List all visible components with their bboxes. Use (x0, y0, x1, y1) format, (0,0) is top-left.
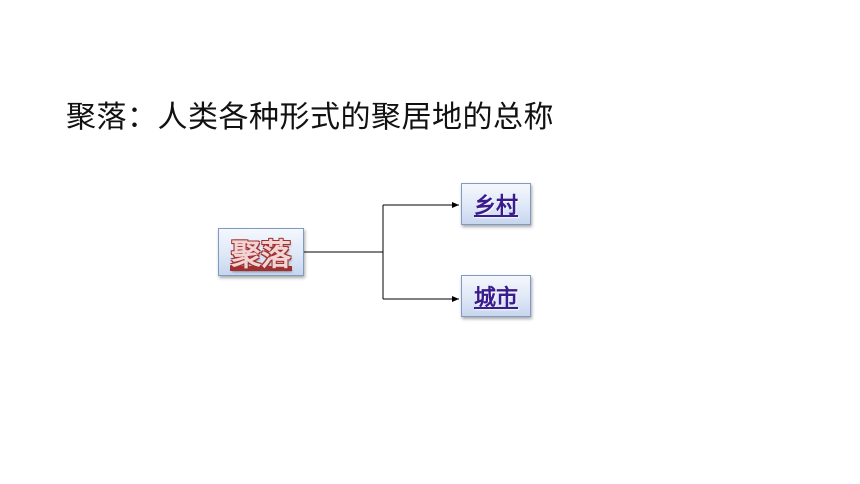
node-settlement-label: 聚落 (231, 238, 291, 273)
node-city-label: 城市 (473, 286, 518, 311)
node-village-label: 乡村 (473, 194, 518, 219)
node-city[interactable]: 城市 (461, 275, 531, 317)
node-settlement[interactable]: 聚落 (218, 228, 304, 276)
slide-title: 聚落：人类各种形式的聚居地的总称 (66, 100, 554, 135)
node-village[interactable]: 乡村 (461, 183, 531, 225)
